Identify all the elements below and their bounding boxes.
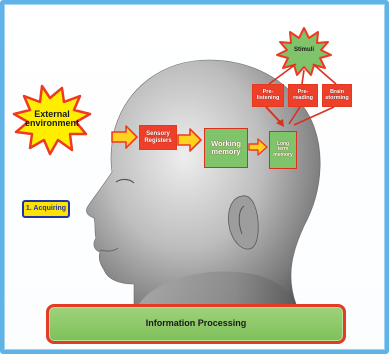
brain-storming-box: Brain storming xyxy=(322,84,352,107)
sensory-registers-box: Sensory Registers xyxy=(139,125,177,150)
pre-reading-box: Pre-reading xyxy=(288,84,318,107)
stimuli-label: Stimuli xyxy=(288,44,320,56)
pre-listening-box: Pre-listening xyxy=(252,84,284,107)
working-memory-box: Working memory xyxy=(204,128,248,168)
external-environment-label: External environment xyxy=(26,104,78,134)
information-processing-banner: Information Processing xyxy=(46,304,346,344)
head-icon xyxy=(86,60,320,334)
diagram-graphics xyxy=(4,4,385,350)
long-term-memory-box: Long term memory xyxy=(269,131,297,169)
acquiring-label: 1. Acquiring xyxy=(22,200,70,218)
